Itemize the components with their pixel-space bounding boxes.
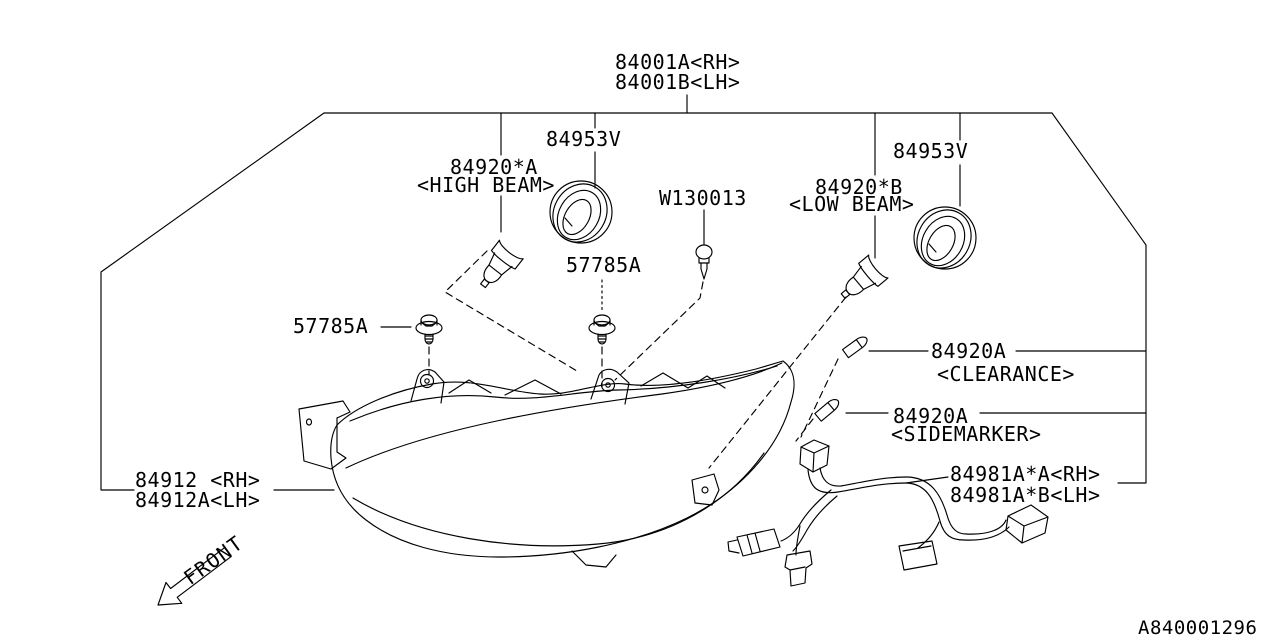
harness-connector-top <box>799 439 830 473</box>
label-lens-body-rh: 84912 <RH> <box>135 468 261 492</box>
label-clearance-bulb: 84920A <box>931 339 1007 363</box>
label-sidemarker-caption: <SIDEMARKER> <box>891 422 1042 446</box>
lens-inner-top-line <box>349 365 778 422</box>
housing-rib-zigzags <box>448 372 726 396</box>
high-beam-bulb-icon <box>480 239 524 289</box>
harness-wire <box>819 467 1007 535</box>
screw-center-icon <box>588 314 616 345</box>
label-headlamp-assy-lh: 84001B<LH> <box>615 70 741 94</box>
label-harness-lh: 84981A*B<LH> <box>950 483 1101 507</box>
harness-branch <box>780 489 832 542</box>
part-leader-lines <box>380 94 1147 484</box>
figure-code: A840001296 <box>1138 617 1258 639</box>
clip-icon <box>695 244 713 280</box>
label-seal-left: 84953V <box>546 127 622 151</box>
low-beam-bulb-icon <box>840 254 889 299</box>
headlamp-housing <box>298 360 795 568</box>
mount-bracket-left <box>298 400 351 470</box>
lens-inner-bottom-line <box>352 452 765 547</box>
wiring-harness <box>727 439 1049 587</box>
label-high-beam-caption: <HIGH BEAM> <box>417 173 555 197</box>
front-arrow-icon <box>157 547 232 606</box>
harness-connector-mid <box>898 540 938 571</box>
lens-bottom-notch <box>571 550 617 568</box>
mount-bracket-right <box>691 473 720 506</box>
assembly-dashed-lines <box>428 250 847 469</box>
sidemarker-bulb-icon <box>814 398 840 422</box>
label-clearance-caption: <CLEARANCE> <box>937 362 1075 386</box>
harness-branch <box>795 525 801 556</box>
screw-left-icon <box>415 314 443 345</box>
mount-tab-front <box>410 369 445 404</box>
harness-connector-right <box>1005 504 1049 544</box>
clearance-bulb-icon <box>841 336 868 359</box>
label-seal-right: 84953V <box>893 139 969 163</box>
label-low-beam-bulb: 84920*B <box>815 175 903 199</box>
label-harness-rh: 84981A*A<RH> <box>950 462 1101 486</box>
seal-ring-left <box>549 180 613 244</box>
label-headlamp-assy-rh: 84001A<RH> <box>615 50 741 74</box>
harness-socket-left <box>727 528 781 557</box>
diagram-frame <box>100 112 1147 491</box>
harness-wire <box>807 469 1010 541</box>
lens-crease-line <box>345 362 783 469</box>
label-sidemarker-bulb: 84920A <box>893 404 969 428</box>
label-lens-body-lh: 84912A<LH> <box>135 488 261 512</box>
label-high-beam-bulb: 84920*A <box>450 155 538 179</box>
harness-branch <box>917 521 940 549</box>
label-screw-left: 57785A <box>293 314 369 338</box>
housing-outline <box>330 360 795 558</box>
harness-socket-middle <box>784 550 813 587</box>
mount-tab-center <box>590 368 630 405</box>
label-clip: W130013 <box>659 186 747 210</box>
seal-ring-right <box>913 206 977 270</box>
label-screw-center: 57785A <box>566 253 642 277</box>
label-low-beam-caption: <LOW BEAM> <box>789 192 915 216</box>
